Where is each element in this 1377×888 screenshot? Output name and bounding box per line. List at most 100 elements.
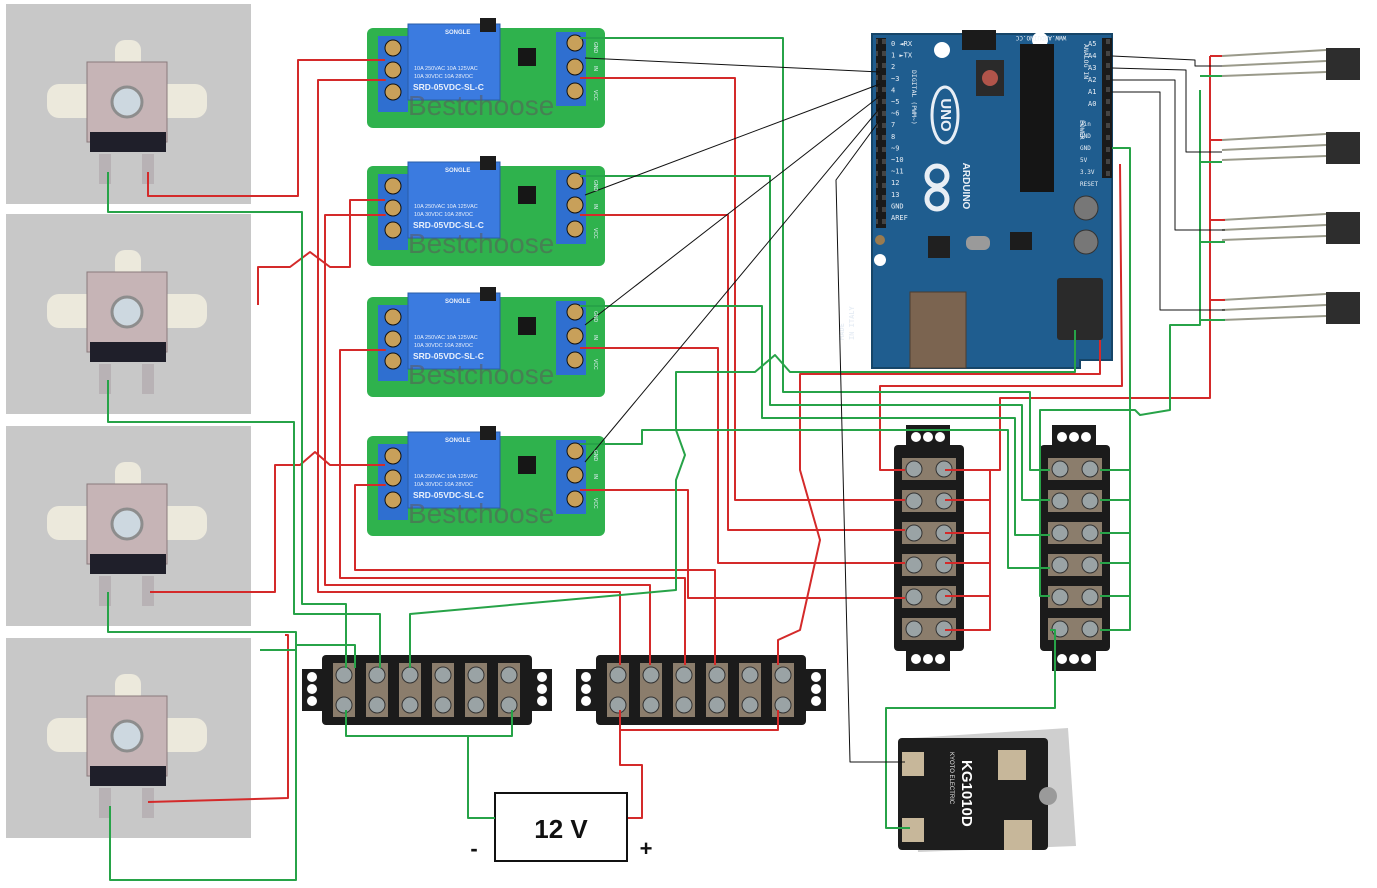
optocoupler: [518, 317, 536, 335]
tb-screw[interactable]: [905, 620, 923, 638]
wire-valve3-positive: [150, 451, 385, 593]
terminal-screw[interactable]: [566, 303, 584, 321]
digital-pin-label: ~9: [891, 144, 899, 152]
terminal-screw[interactable]: [384, 39, 402, 57]
terminal-screw[interactable]: [566, 490, 584, 508]
tb-screw[interactable]: [609, 666, 627, 684]
tb-hole: [307, 684, 317, 694]
terminal-screw[interactable]: [566, 172, 584, 190]
terminal-screw[interactable]: [384, 221, 402, 239]
tb-screw[interactable]: [774, 696, 792, 714]
tb-hole: [1057, 654, 1067, 664]
digital-pin-label: ~6: [891, 110, 899, 118]
tb-screw[interactable]: [1051, 588, 1069, 606]
terminal-screw[interactable]: [566, 466, 584, 484]
tb-screw[interactable]: [1051, 460, 1069, 478]
terminal-screw[interactable]: [566, 58, 584, 76]
tb-screw[interactable]: [905, 460, 923, 478]
analog-pin-label: A3: [1088, 64, 1096, 72]
terminal-screw[interactable]: [384, 83, 402, 101]
relay-jumper: [480, 426, 496, 440]
tb-screw[interactable]: [335, 666, 353, 684]
tb-screw[interactable]: [609, 696, 627, 714]
terminal-screw[interactable]: [384, 447, 402, 465]
wire-tb-ground-bus: [1100, 470, 1131, 631]
digital-pin-label: 7: [891, 121, 895, 129]
wire-signal-ssr: [835, 119, 905, 763]
tb-screw[interactable]: [1051, 524, 1069, 542]
relay-pin-label: GND: [592, 42, 598, 54]
ssr-terminal-2[interactable]: [902, 818, 924, 842]
tb-screw[interactable]: [1081, 588, 1099, 606]
terminal-screw[interactable]: [566, 327, 584, 345]
tb-screw[interactable]: [905, 524, 923, 542]
terminal-screw[interactable]: [566, 82, 584, 100]
tb-screw[interactable]: [741, 666, 759, 684]
terminal-screw[interactable]: [384, 308, 402, 326]
tb-screw[interactable]: [1081, 556, 1099, 574]
tb-screw[interactable]: [741, 696, 759, 714]
tb-screw[interactable]: [1081, 620, 1099, 638]
tb-screw[interactable]: [642, 666, 660, 684]
terminal-block-horizontal: [302, 655, 552, 725]
tb-screw[interactable]: [401, 696, 419, 714]
mounting-hole: [874, 254, 886, 266]
power-pin-label: GND: [1080, 145, 1091, 152]
valve-plunger: [110, 295, 144, 329]
wire-relay3-out: [580, 347, 905, 564]
wire-valve1-positive: [147, 59, 385, 197]
ssr-terminal-4[interactable]: [1004, 820, 1032, 850]
tb-screw[interactable]: [1051, 492, 1069, 510]
ssr-terminal-3[interactable]: [998, 750, 1026, 780]
terminal-screw[interactable]: [384, 199, 402, 217]
tb-screw[interactable]: [1081, 524, 1099, 542]
ssr-terminal-1[interactable]: [902, 752, 924, 776]
terminal-screw[interactable]: [384, 491, 402, 509]
wire-signal-relay1: [584, 57, 881, 73]
tb-hole: [581, 696, 591, 706]
reset-button-cap[interactable]: [982, 70, 998, 86]
terminal-screw[interactable]: [566, 220, 584, 238]
wire-valve3-ground: [107, 592, 297, 651]
tb-screw[interactable]: [368, 696, 386, 714]
relay-pin-label: VCC: [592, 228, 598, 239]
tb-screw[interactable]: [905, 588, 923, 606]
terminal-screw[interactable]: [384, 330, 402, 348]
tb-screw[interactable]: [774, 666, 792, 684]
tb-screw[interactable]: [401, 666, 419, 684]
capacitor: [1073, 195, 1099, 221]
relay-pin-label: GND: [592, 180, 598, 192]
tb-screw[interactable]: [905, 492, 923, 510]
tb-screw[interactable]: [905, 556, 923, 574]
terminal-screw[interactable]: [384, 61, 402, 79]
tb-screw[interactable]: [1081, 460, 1099, 478]
tb-screw[interactable]: [500, 666, 518, 684]
tb-screw[interactable]: [675, 666, 693, 684]
terminal-block-vertical: [894, 425, 964, 671]
tb-screw[interactable]: [642, 696, 660, 714]
tb-screw[interactable]: [708, 666, 726, 684]
tb-screw[interactable]: [1051, 556, 1069, 574]
tb-screw[interactable]: [368, 666, 386, 684]
tb-screw[interactable]: [675, 696, 693, 714]
tb-screw[interactable]: [434, 696, 452, 714]
tb-screw[interactable]: [434, 666, 452, 684]
terminal-screw[interactable]: [566, 442, 584, 460]
terminal-screw[interactable]: [566, 351, 584, 369]
terminal-screw[interactable]: [384, 469, 402, 487]
wire-signal-sensor1: [1111, 55, 1222, 67]
tb-screw[interactable]: [467, 666, 485, 684]
terminal-screw[interactable]: [384, 177, 402, 195]
tb-screw[interactable]: [500, 696, 518, 714]
wire-relay3-com-bus: [339, 349, 686, 665]
tb-screw[interactable]: [1081, 492, 1099, 510]
tb-screw[interactable]: [467, 696, 485, 714]
terminal-screw[interactable]: [566, 34, 584, 52]
tb-screw[interactable]: [708, 696, 726, 714]
terminal-screw[interactable]: [384, 352, 402, 370]
relay-rating-line-2: 10A 30VDC 10A 28VDC: [414, 74, 473, 80]
tb-screw[interactable]: [335, 696, 353, 714]
terminal-screw[interactable]: [566, 196, 584, 214]
tb-screw[interactable]: [935, 556, 953, 574]
terminal-block-horizontal: [576, 655, 826, 725]
